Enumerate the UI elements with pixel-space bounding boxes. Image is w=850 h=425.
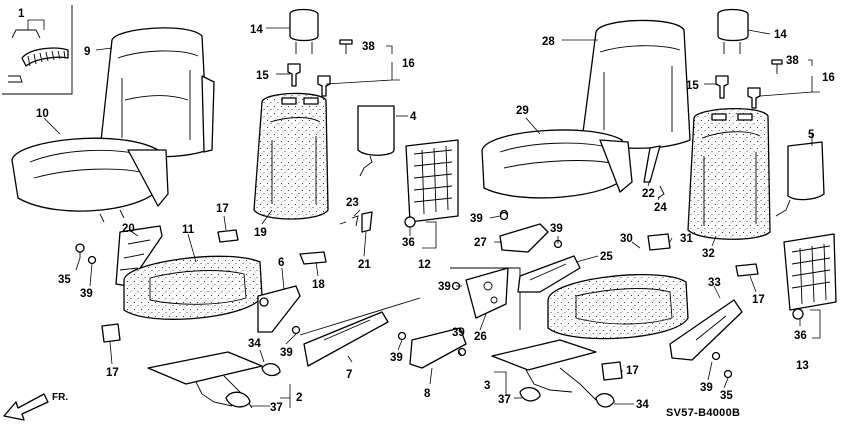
callout-11: 11 — [182, 224, 195, 236]
direction-label: FR. — [52, 392, 68, 403]
callout-34: 34 — [248, 338, 261, 350]
left-recliner-cover — [409, 327, 467, 369]
callout-9: 9 — [84, 46, 90, 58]
callout-16: 16 — [402, 58, 415, 70]
callout-36: 36 — [402, 237, 415, 249]
callout-8: 8 — [424, 388, 431, 400]
callout-28: 28 — [542, 36, 555, 48]
callout-34: 34 — [636, 399, 649, 411]
front-direction-arrow: FR. — [3, 392, 68, 421]
callout-18: 18 — [312, 279, 325, 291]
callout-13: 13 — [796, 360, 809, 372]
callout-30: 30 — [620, 233, 633, 245]
callout-39: 39 — [700, 382, 713, 394]
callout-16: 16 — [822, 72, 835, 84]
left-back-frame — [404, 139, 459, 228]
left-small-clips — [101, 211, 373, 343]
right-headrest — [717, 8, 749, 54]
callout-19: 19 — [254, 227, 267, 239]
callout-21: 21 — [358, 259, 371, 271]
leader-lines — [27, 19, 821, 408]
left-seat-cushion-cover — [11, 137, 169, 223]
callout-27: 27 — [474, 237, 487, 249]
callout-39: 39 — [280, 347, 293, 359]
callout-24: 24 — [654, 202, 667, 214]
callout-35: 35 — [58, 274, 71, 286]
callout-39: 39 — [550, 223, 563, 235]
callout-14: 14 — [774, 29, 787, 41]
callout-numbers: 1 9 10 14 38 16 15 4 19 17 23 21 20 11 6… — [18, 8, 835, 414]
callout-37: 37 — [270, 402, 283, 414]
right-seat-back-pad — [687, 107, 771, 240]
callout-39: 39 — [80, 288, 93, 300]
callout-39: 39 — [470, 213, 483, 225]
callout-35: 35 — [720, 390, 733, 402]
left-seat-cushion-pad — [123, 255, 263, 320]
right-under-tray — [491, 339, 615, 408]
left-seat-back-pad — [253, 92, 329, 220]
inset-box — [2, 5, 73, 95]
left-headrest — [289, 8, 319, 54]
right-trim-cover — [669, 299, 743, 361]
callout-14: 14 — [250, 24, 263, 36]
right-small-clips — [601, 233, 759, 381]
right-headrest-guides — [715, 59, 783, 109]
callout-37: 37 — [498, 394, 511, 406]
left-seat-back-cover — [99, 27, 215, 158]
callout-25: 25 — [600, 251, 613, 263]
center-recliner-bracket — [465, 267, 509, 319]
left-under-tray — [147, 351, 281, 409]
callout-32: 32 — [702, 248, 715, 260]
right-hinge-bracket — [517, 255, 581, 293]
diagram-code: SV57-B4000B — [666, 407, 740, 419]
callout-39: 39 — [452, 327, 465, 339]
callout-2: 2 — [296, 392, 302, 404]
callout-20: 20 — [122, 223, 135, 235]
callout-36: 36 — [794, 330, 807, 342]
left-hinge-bracket — [115, 225, 163, 287]
callout-23: 23 — [346, 197, 359, 209]
right-seat-back-cover — [581, 19, 691, 149]
callout-39: 39 — [438, 281, 451, 293]
left-headrest-guides — [287, 39, 353, 97]
left-trim-cover — [257, 285, 301, 333]
callout-3: 3 — [484, 380, 490, 392]
callout-10: 10 — [36, 108, 49, 120]
right-seat-cushion-cover — [481, 129, 633, 199]
callout-17: 17 — [106, 367, 119, 379]
callout-7: 7 — [346, 369, 352, 381]
callout-6: 6 — [278, 257, 284, 269]
left-rail-cover — [303, 311, 389, 367]
callout-15: 15 — [686, 80, 699, 92]
callout-5: 5 — [808, 129, 815, 141]
callout-29: 29 — [516, 105, 529, 117]
callout-39: 39 — [390, 352, 403, 364]
callout-22: 22 — [642, 188, 655, 200]
left-back-board — [357, 105, 395, 177]
callout-17: 17 — [752, 294, 765, 306]
callout-38: 38 — [786, 55, 799, 67]
right-back-frame — [783, 233, 837, 320]
callout-17: 17 — [216, 203, 229, 215]
callout-15: 15 — [256, 70, 269, 82]
right-back-board — [775, 141, 825, 217]
callout-17: 17 — [626, 365, 639, 377]
callout-31: 31 — [680, 233, 693, 245]
callout-4: 4 — [410, 111, 417, 123]
callout-1: 1 — [18, 8, 25, 20]
right-seat-cushion-pad — [547, 274, 689, 340]
callout-26: 26 — [474, 331, 487, 343]
callout-12: 12 — [418, 259, 431, 271]
callout-38: 38 — [362, 41, 375, 53]
right-fasteners — [499, 211, 733, 379]
divider-lines — [299, 267, 521, 336]
callout-33: 33 — [708, 277, 721, 289]
right-recliner-knob — [499, 223, 549, 253]
